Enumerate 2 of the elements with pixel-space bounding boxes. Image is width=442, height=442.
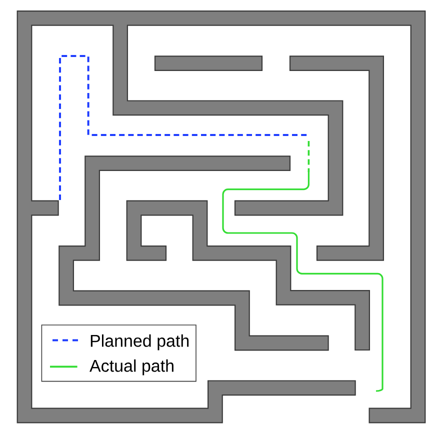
legend-label: Planned path <box>90 334 189 350</box>
legend-label: Actual path <box>90 359 174 376</box>
